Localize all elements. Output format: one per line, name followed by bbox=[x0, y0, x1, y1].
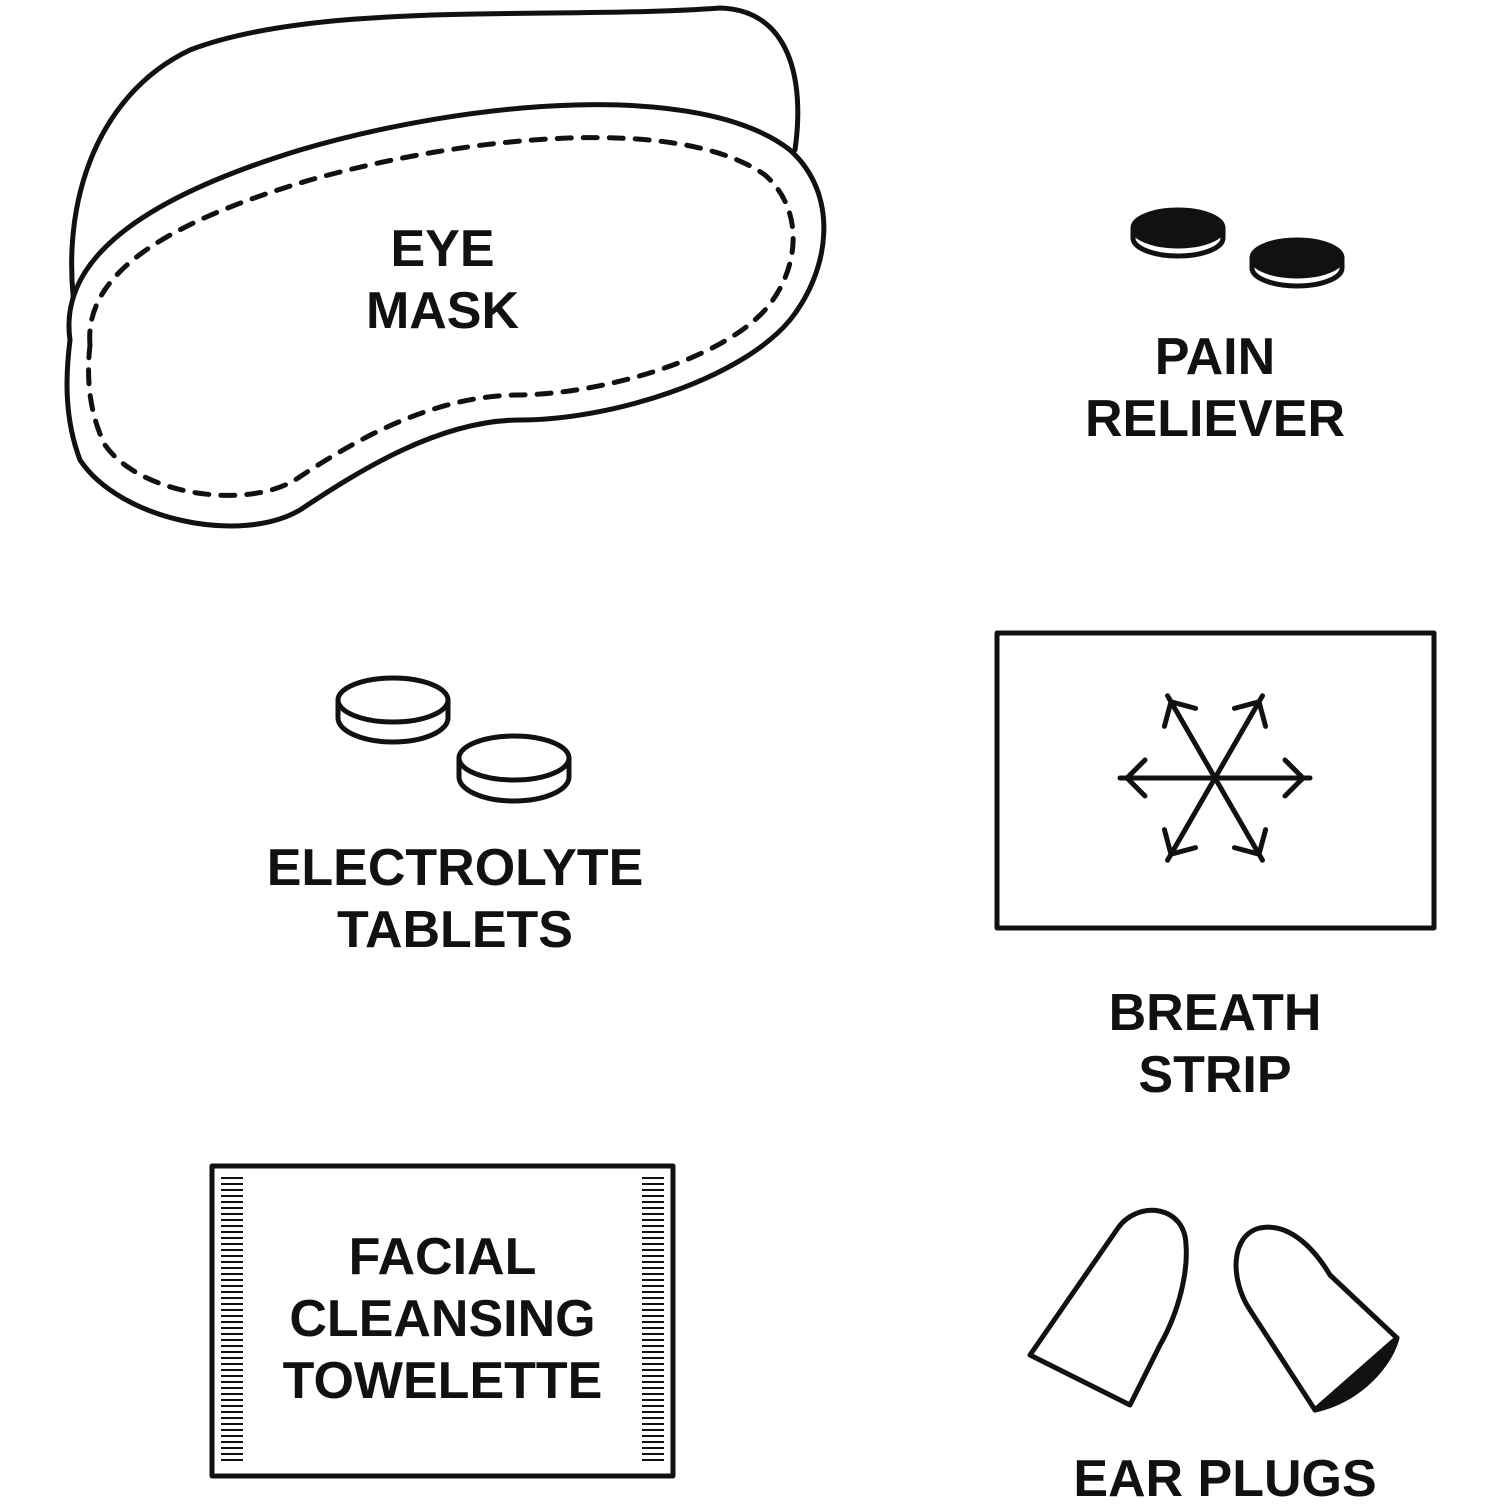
towelette-serration bbox=[221, 1177, 664, 1461]
label-line: PAIN bbox=[1154, 328, 1276, 386]
label-line: RELIEVER bbox=[1084, 390, 1346, 448]
towelette-packet-icon bbox=[209, 1163, 676, 1479]
ear-plugs-label: EAR PLUGS bbox=[1055, 1448, 1395, 1510]
label-line: BREATH bbox=[1108, 984, 1322, 1042]
label-line: STRIP bbox=[1138, 1046, 1292, 1104]
label-line: EYE bbox=[390, 220, 495, 278]
label-line: TOWELETTE bbox=[282, 1352, 603, 1410]
label-line: FACIAL bbox=[348, 1228, 537, 1286]
facial-towelette-label: FACIAL CLEANSING TOWELETTE bbox=[250, 1226, 635, 1412]
label-line: EAR PLUGS bbox=[1073, 1450, 1377, 1508]
pills-filled-icon bbox=[1130, 207, 1345, 289]
label-line: MASK bbox=[365, 282, 520, 340]
pills-outline-icon bbox=[335, 675, 572, 804]
ear-plugs-icon bbox=[1027, 1207, 1400, 1413]
label-line: CLEANSING bbox=[289, 1290, 596, 1348]
electrolyte-tablets-label: ELECTROLYTE TABLETS bbox=[250, 837, 660, 961]
label-line: ELECTROLYTE bbox=[266, 839, 644, 897]
eye-mask-label: EYE MASK bbox=[300, 218, 585, 342]
label-line: TABLETS bbox=[337, 901, 573, 959]
pain-reliever-label: PAIN RELIEVER bbox=[1065, 326, 1365, 450]
breath-strip-label: BREATH STRIP bbox=[1065, 982, 1365, 1106]
eye-mask-icon bbox=[64, 5, 827, 529]
snowflake-icon bbox=[1120, 687, 1313, 870]
breath-strip-icon bbox=[994, 630, 1437, 931]
